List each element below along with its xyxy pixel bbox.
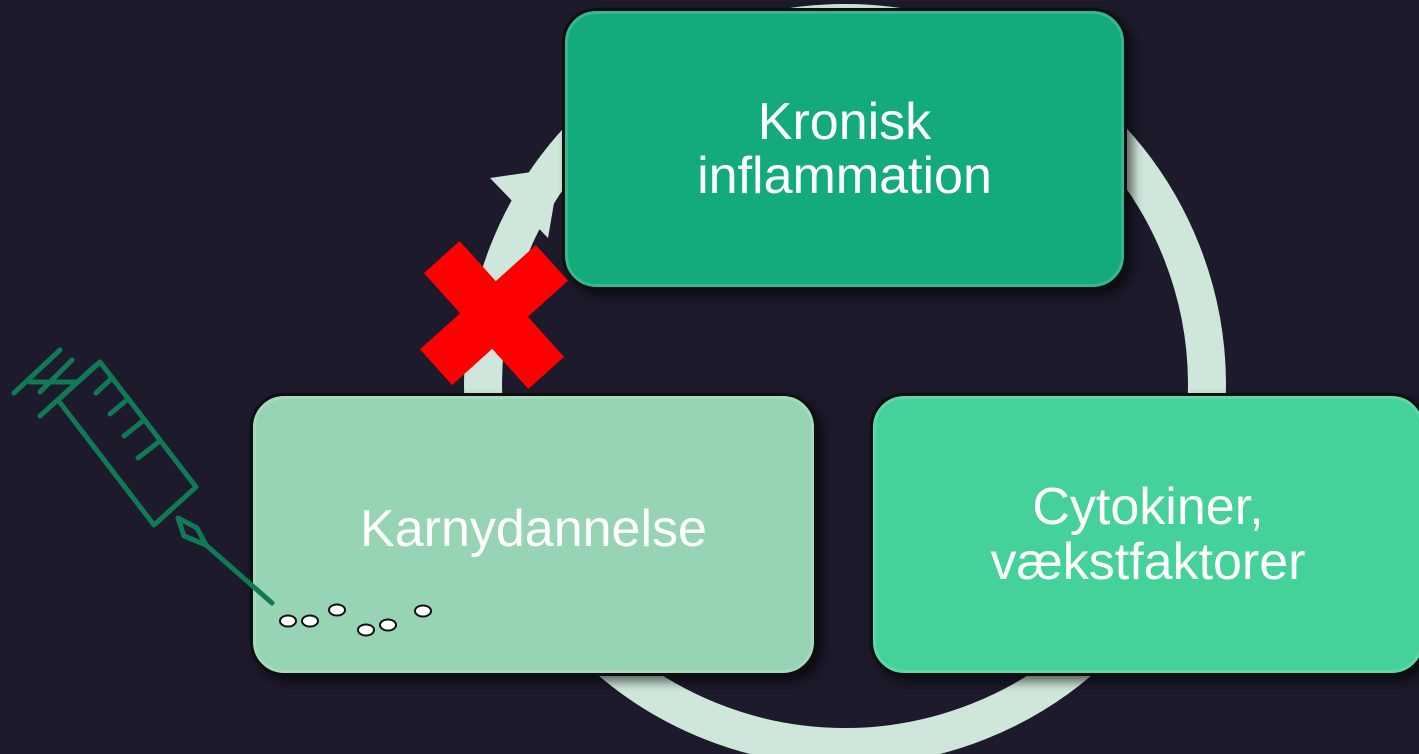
node-karnydannelse-label: Karnydannelse <box>360 500 707 559</box>
node-kronisk-inflammation-label: Kronisk inflammation <box>697 95 992 203</box>
cycle-arrowhead-icon <box>490 168 560 238</box>
node-right-line-1: Cytokiner, <box>1032 478 1264 537</box>
node-cytokiner-label: Cytokiner, vækstfaktorer <box>991 480 1306 588</box>
node-top-line-1: Kronisk <box>757 92 932 151</box>
node-karnydannelse: Karnydannelse <box>250 393 817 676</box>
node-right-line-2: vækstfaktorer <box>990 532 1306 591</box>
node-top-line-2: inflammation <box>697 147 992 205</box>
node-cytokiner-vaekstfaktorer: Cytokiner, vækstfaktorer <box>870 393 1419 676</box>
node-kronisk-inflammation: Kronisk inflammation <box>562 8 1127 290</box>
